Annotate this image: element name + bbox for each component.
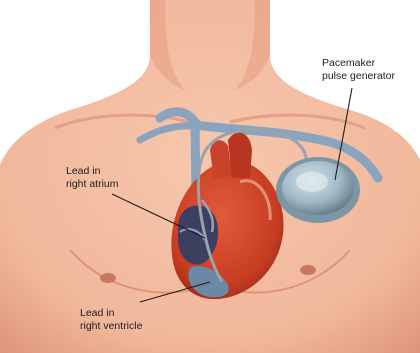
atrium-label-line1: Lead in xyxy=(66,165,101,177)
ventricle-label-line1: Lead in xyxy=(80,307,115,319)
pacemaker-label-line1: Pacemaker xyxy=(322,57,376,69)
nipple-left xyxy=(100,273,116,283)
atrium-label-line2: right atrium xyxy=(66,178,119,190)
nipple-right xyxy=(300,265,316,275)
pacemaker-label-line2: pulse generator xyxy=(322,70,395,82)
ventricle-label-line2: right ventricle xyxy=(80,320,143,332)
pacemaker-generator-icon xyxy=(276,157,360,223)
